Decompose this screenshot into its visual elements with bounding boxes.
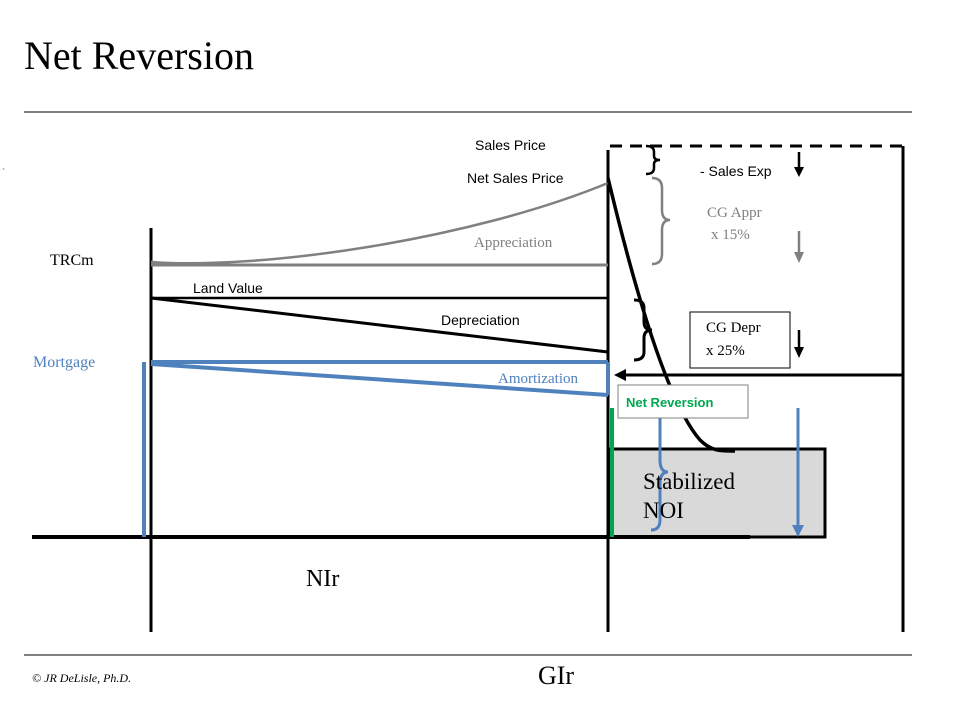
cg-depr-brace [633,298,653,362]
sales-exp-brace [645,144,661,176]
left-arrow-icon [614,369,626,381]
depreciation-line [150,296,609,354]
nir-label: NIr [306,566,339,592]
stabilized-label: Stabilized [643,469,735,494]
down-arrow-icon [792,525,804,537]
cg-depr-label-1: CG Depr [706,320,761,336]
gir-label: GIr [538,661,575,690]
net-reversion-box [617,384,749,419]
edge-mark: ` [2,168,5,179]
page-title: Net Reversion [24,33,254,78]
down-arrow-icon [794,167,804,177]
noi-label: NOI [643,498,684,523]
cg-appr-label-1: CG Appr [707,205,762,221]
down-arrow-icon [794,347,804,358]
mortgage-label: Mortgage [33,354,95,371]
appreciation-label: Appreciation [474,235,553,251]
cg-depr-box [689,311,791,369]
amortization-line [150,362,609,397]
down-arrow-icon [794,252,804,263]
depreciation-label: Depreciation [441,312,520,328]
land-value-label: Land Value [193,280,263,296]
sales-exp-label: - Sales Exp [700,163,772,179]
amortization-label: Amortization [498,371,578,387]
net-reversion-label: Net Reversion [626,395,713,410]
cg-appr-label-2: x 15% [711,227,750,243]
copyright-text: © JR DeLisle, Ph.D. [32,671,132,685]
cg-appr-brace [651,176,671,266]
net-sales-price-label: Net Sales Price [467,170,564,186]
stabilized-noi-box [608,447,827,539]
appreciation-curve [150,181,609,265]
sales-price-label: Sales Price [475,137,546,153]
trcm-label: TRCm [50,252,94,269]
cg-depr-label-2: x 25% [706,343,745,359]
